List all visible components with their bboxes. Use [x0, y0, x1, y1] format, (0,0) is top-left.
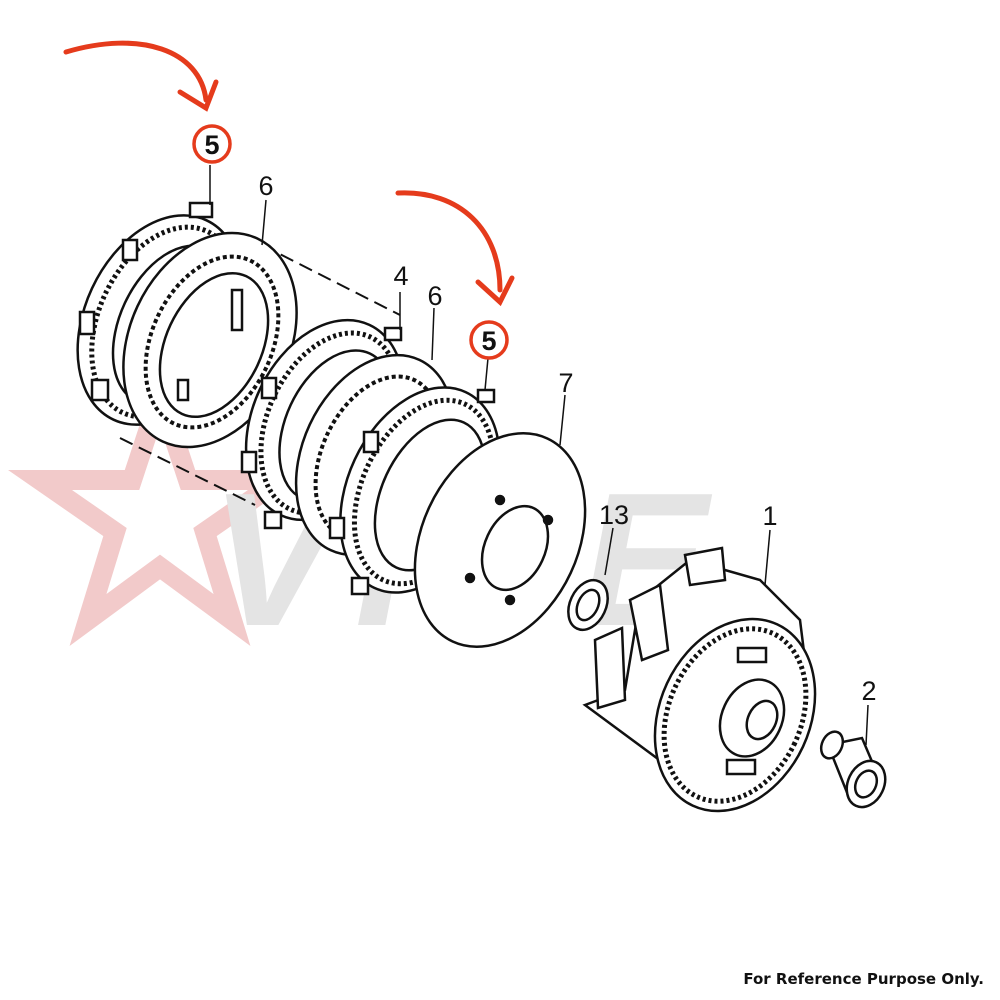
steel-plate-6-top [122, 231, 298, 449]
highlight-circle-mid [469, 320, 509, 360]
callout-6-mid: 6 [427, 281, 442, 311]
arrowhead-mid-icon [475, 275, 515, 307]
watermark-star-icon [8, 363, 312, 646]
highlight-circle-top [192, 124, 232, 164]
callout-6-top: 6 [258, 171, 273, 201]
callout-1: 1 [762, 501, 777, 531]
highlight-arrow-top [63, 40, 209, 103]
highlight-marks [63, 40, 515, 360]
collar-2 [819, 730, 887, 809]
callout-2: 2 [861, 676, 876, 706]
callout-13: 13 [599, 500, 629, 530]
pressure-plate-7 [413, 432, 587, 648]
arrowhead-top-icon [177, 79, 219, 112]
highlight-arrow-mid [395, 190, 503, 293]
outer-clutch-1 [582, 546, 817, 813]
leader-lines [209, 165, 869, 746]
callout-5-top: 5 [204, 130, 219, 160]
callout-7: 7 [558, 368, 573, 398]
callout-5-mid: 5 [481, 326, 496, 356]
alignment-lines [119, 244, 401, 506]
reference-note: For Reference Purpose Only. [743, 970, 984, 988]
washer-13 [567, 578, 609, 632]
callout-labels: 5 6 4 6 5 7 13 1 2 [204, 130, 876, 706]
callout-4: 4 [393, 261, 408, 291]
